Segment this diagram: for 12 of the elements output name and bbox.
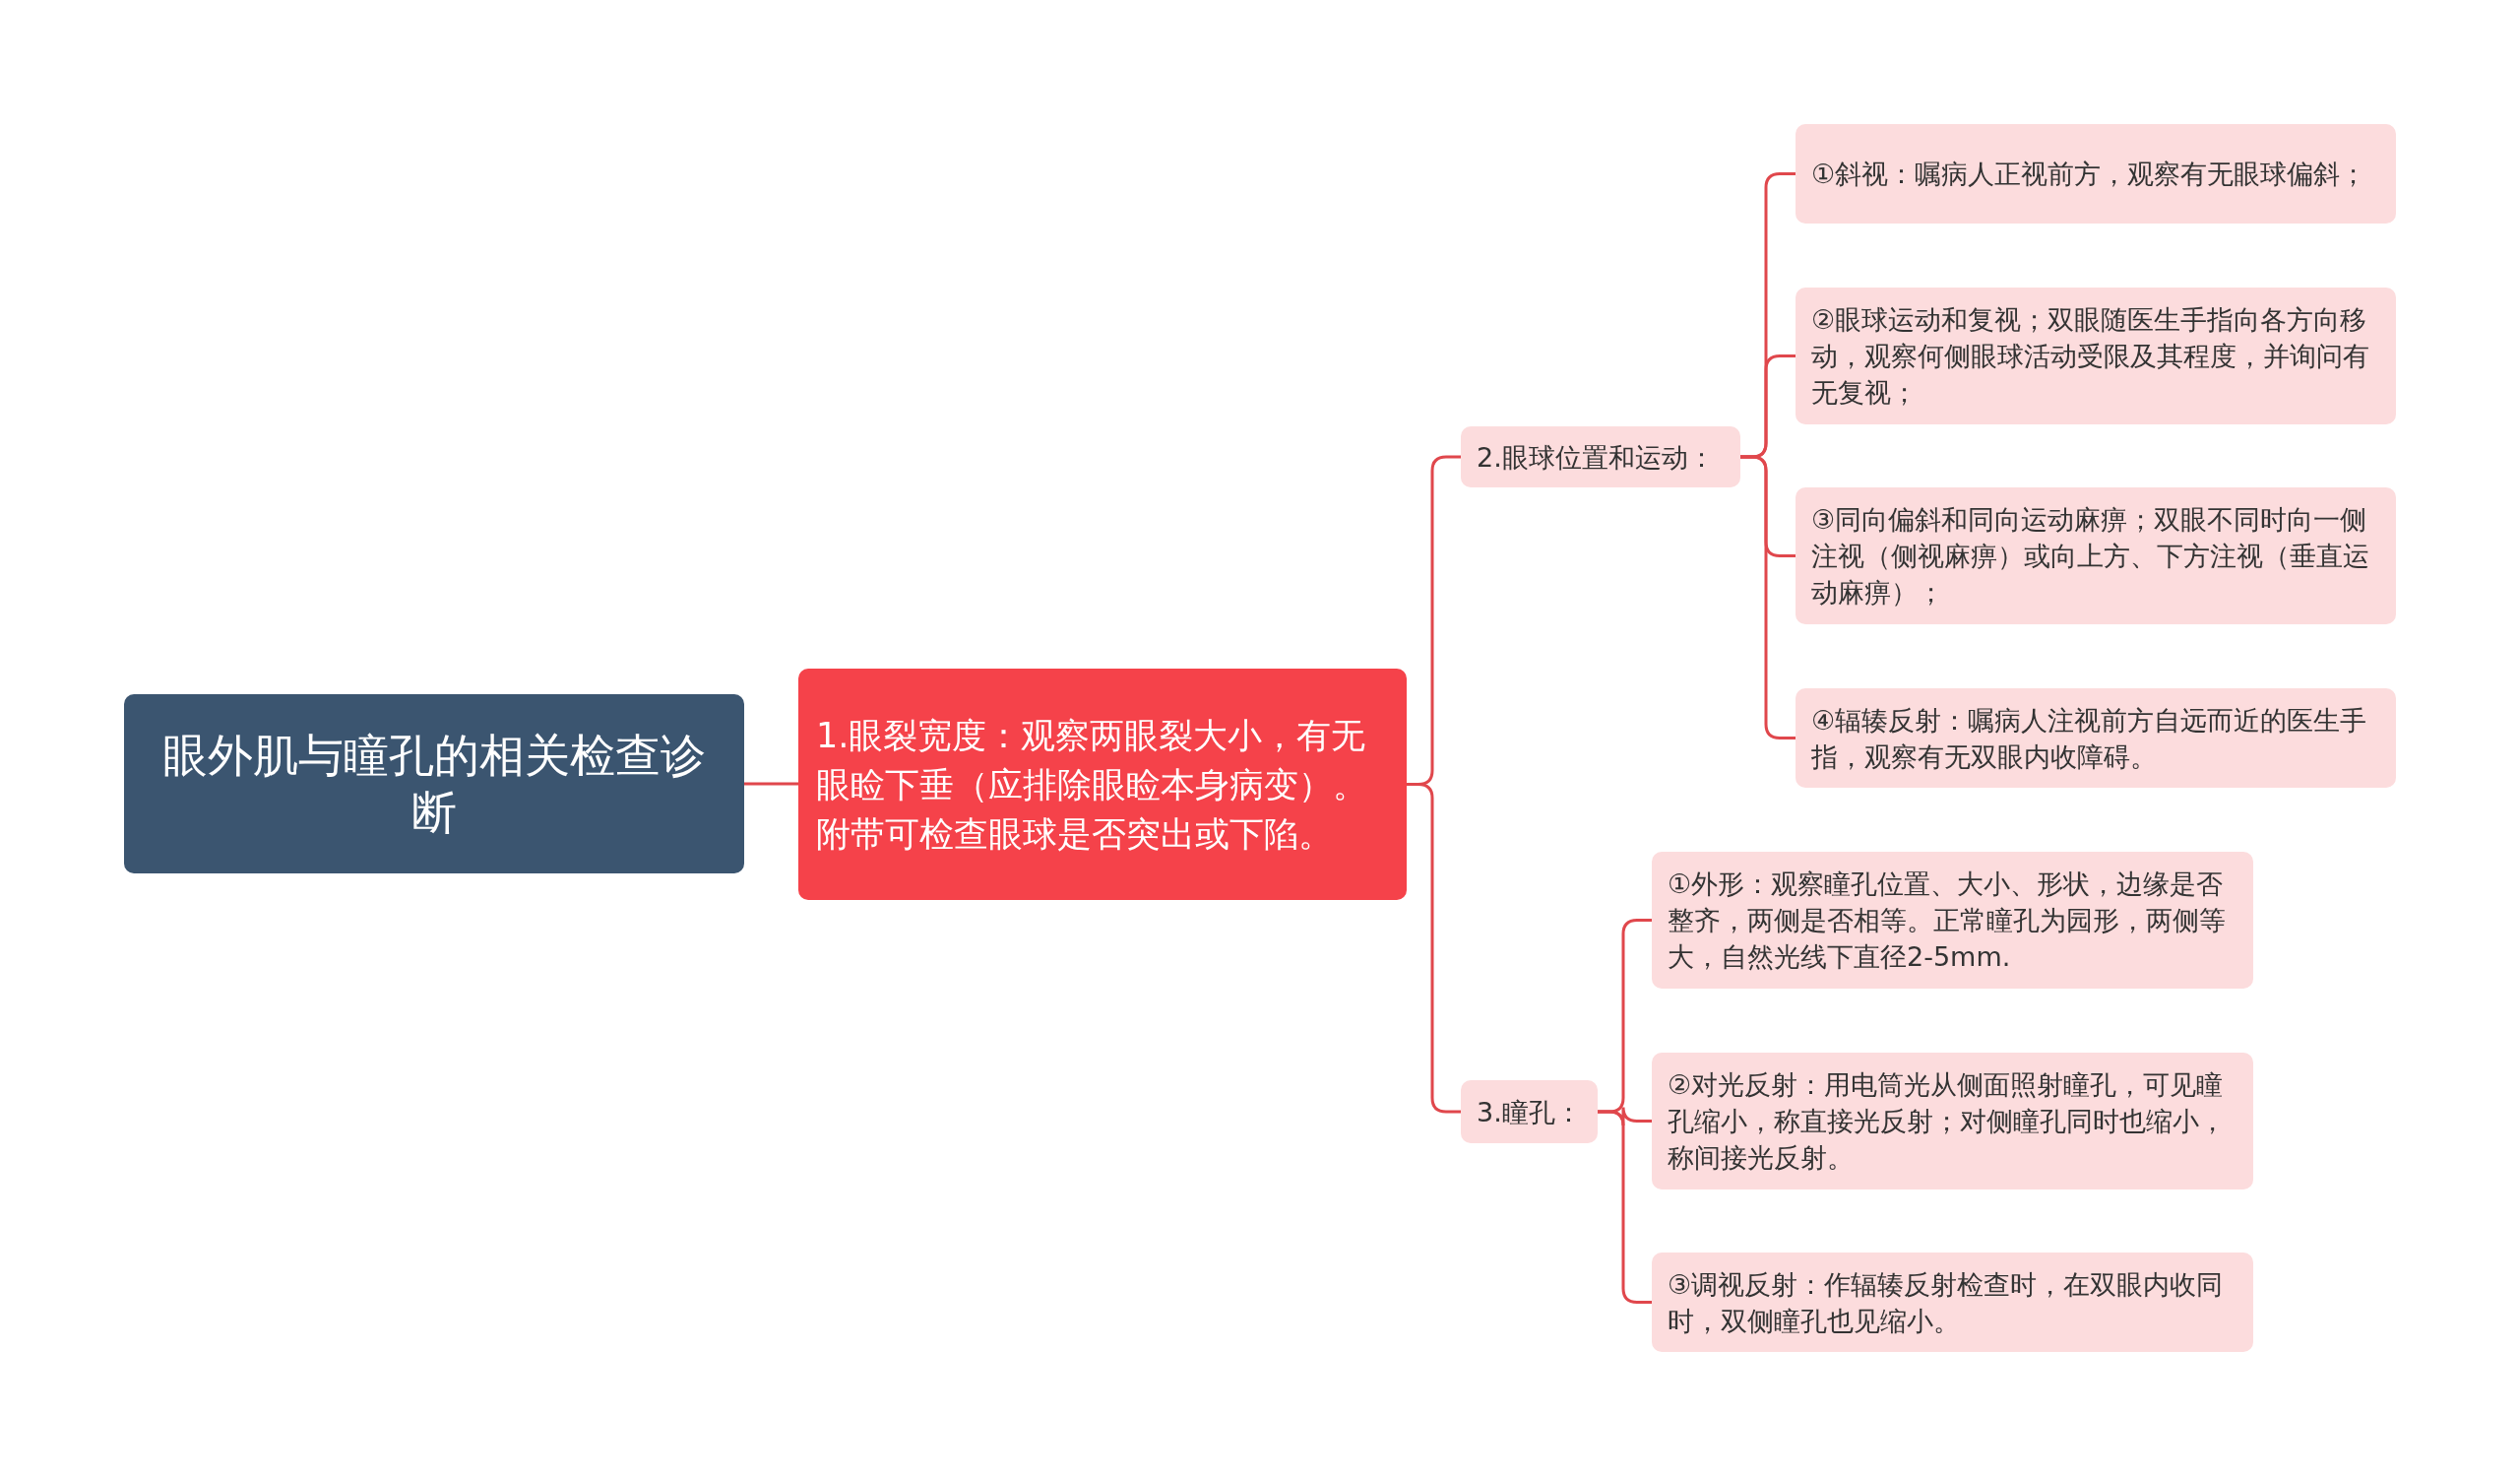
root-topic: 眼外肌与瞳孔的相关检查诊断 <box>124 694 744 873</box>
detail-box: ②对光反射：用电筒光从侧面照射瞳孔，可见瞳孔缩小，称直接光反射；对侧瞳孔同时也缩小，称间接光反射。 <box>1652 1053 2253 1189</box>
detail-box: ③调视反射：作辐辏反射检查时，在双眼内收同时，双侧瞳孔也见缩小。 <box>1652 1253 2253 1352</box>
connector <box>744 782 798 786</box>
subtopic: 3.瞳孔： <box>1461 1080 1598 1143</box>
subtopic: 2.眼球位置和运动： <box>1461 426 1740 487</box>
detail-box: ③同向偏斜和同向运动麻痹；双眼不同时向一侧注视（侧视麻痹）或向上方、下方注视（垂直运动麻痹）； <box>1796 487 2396 624</box>
detail-box: ①斜视：嘱病人正视前方，观察有无眼球偏斜； <box>1796 124 2396 224</box>
detail-box: ④辐辏反射：嘱病人注视前方自远而近的医生手指，观察有无双眼内收障碍。 <box>1796 688 2396 788</box>
detail-box: ②眼球运动和复视；双眼随医生手指向各方向移动，观察何侧眼球活动受限及其程度，并询问有无复视； <box>1796 288 2396 424</box>
main-topic: 1.眼裂宽度：观察两眼裂大小，有无眼睑下垂（应排除眼睑本身病变）。附带可检查眼球是否突出或下陷。 <box>798 669 1407 900</box>
detail-box: ①外形：观察瞳孔位置、大小、形状，边缘是否整齐，两侧是否相等。正常瞳孔为园形，两侧等大，自然光线下直径2-5mm. <box>1652 852 2253 989</box>
